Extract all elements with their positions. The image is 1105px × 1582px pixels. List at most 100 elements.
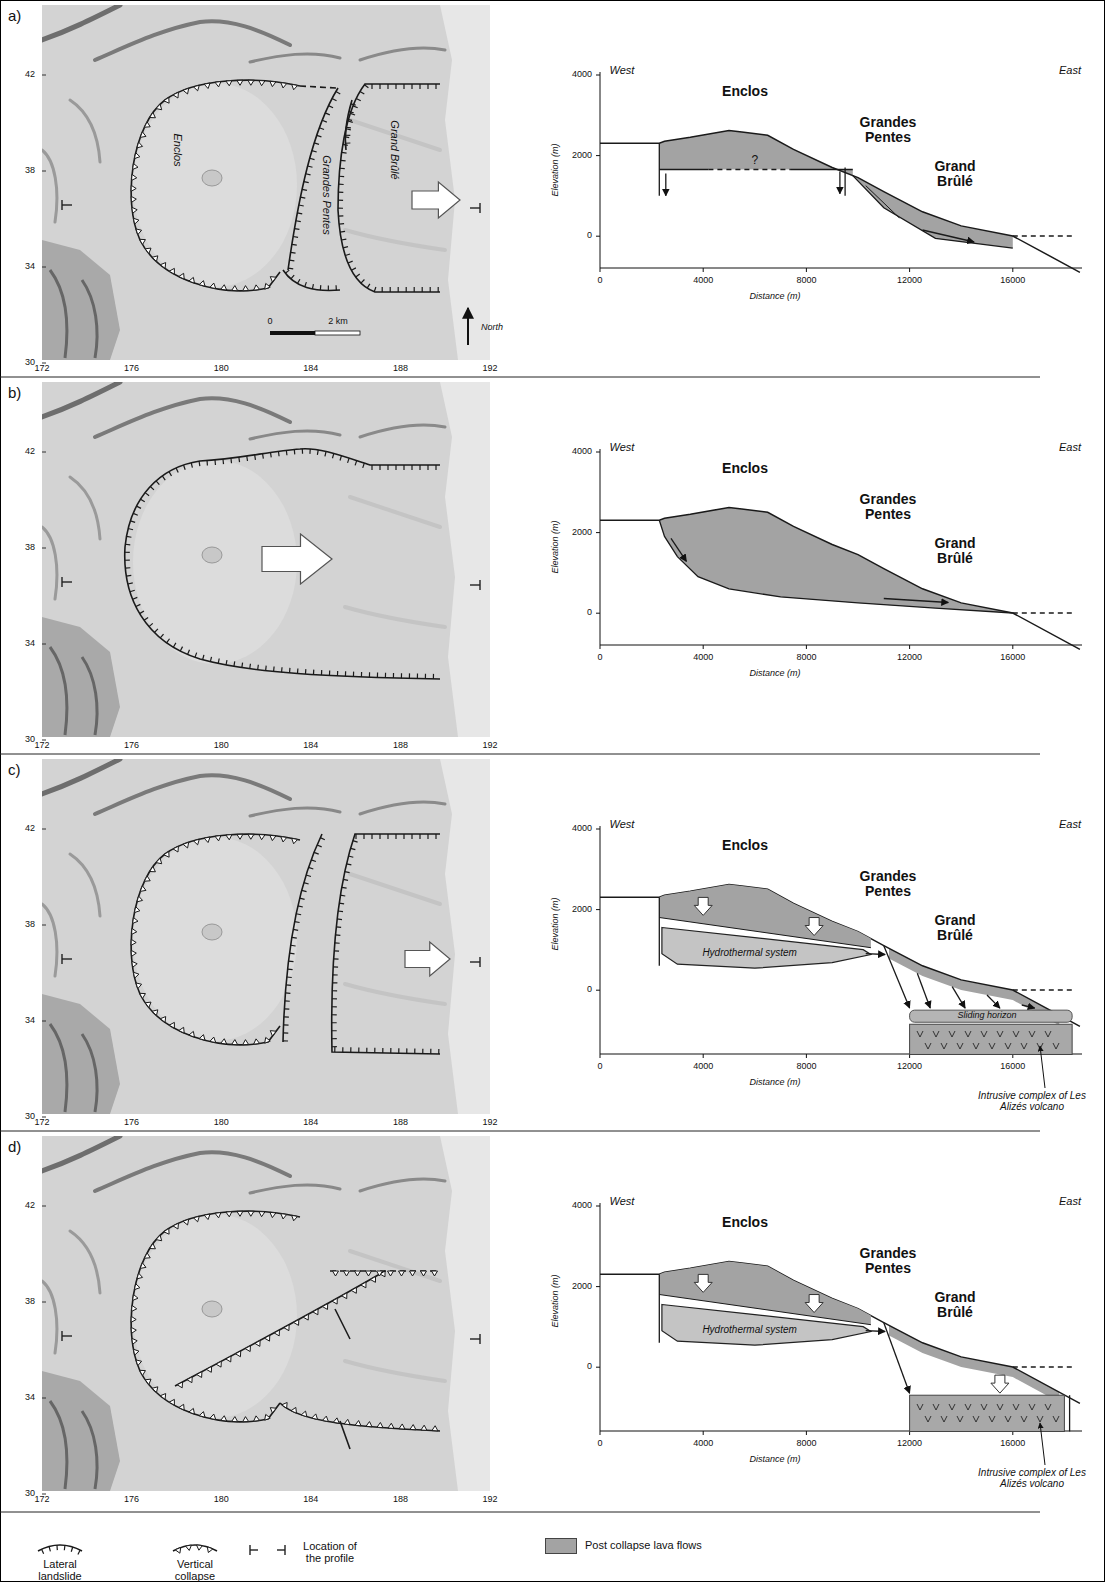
collapse-triangle (136, 983, 142, 989)
landslide-tick (257, 665, 259, 670)
uncertainty-mark: ? (751, 154, 758, 167)
collapse-triangle (210, 1414, 216, 1419)
collapse-triangle (132, 1338, 137, 1344)
relief-ridge (82, 657, 97, 735)
subsidence-arrow (694, 897, 712, 915)
relief-ridge (42, 527, 57, 599)
distance-tick: 8000 (796, 1439, 816, 1449)
landslide-tick (238, 457, 240, 462)
landslide-tick (126, 536, 131, 538)
relief-ridge (360, 1179, 445, 1191)
landslide-tick (348, 458, 350, 463)
profile-line (659, 143, 660, 195)
landslide-tick (288, 268, 293, 270)
lava-fill (853, 176, 1013, 249)
axis-tick (600, 268, 601, 272)
profile-line (659, 1274, 660, 1343)
collapse-triangle (150, 113, 156, 118)
landslide-tick (345, 872, 350, 873)
elevation-tick: 4000 (572, 447, 592, 457)
motion-arrow (952, 987, 965, 1008)
map-tick (42, 548, 46, 549)
landslide-tick (265, 666, 267, 671)
axis-tick (596, 452, 600, 453)
collapse-triangle (274, 1330, 279, 1336)
landslide-tick (371, 834, 372, 839)
collapse-triangle (292, 84, 298, 89)
relief-ridge (82, 280, 97, 358)
collapse-triangle (248, 1211, 254, 1216)
landslide-tick (49, 1546, 50, 1551)
landslide-tick (387, 834, 388, 839)
landslide-tick (347, 864, 352, 865)
scarp-line (283, 270, 340, 290)
sea (440, 759, 490, 1114)
landslide-tick (317, 135, 322, 137)
distance-tick: 4000 (693, 653, 713, 663)
landslide-tick (222, 459, 224, 464)
landslide-tick (356, 274, 360, 277)
topographic-surface (600, 507, 1080, 649)
relief-ridge (42, 150, 57, 222)
landslide-tick (332, 998, 337, 999)
landslide-tick (353, 106, 358, 108)
landslide-tick (382, 287, 383, 292)
collapse-triangle (351, 1287, 356, 1293)
relief-ridge (42, 5, 120, 40)
collapse-triangle (152, 256, 158, 262)
summit-crater (202, 170, 222, 186)
collapse-triangle (243, 1040, 249, 1045)
direction-label: East (1059, 1195, 1081, 1207)
collapse-triangle (243, 1417, 249, 1422)
collapse-triangle (270, 81, 276, 86)
collapse-triangle (265, 1037, 271, 1043)
collapse-triangle (132, 1305, 137, 1311)
collapse-triangle (270, 835, 276, 840)
landslide-tick (309, 867, 314, 869)
landslide-tick (296, 914, 301, 915)
landslide-tick (310, 158, 315, 159)
latitude-tick: 34 (25, 1393, 35, 1403)
panel-letter: d) (8, 1139, 21, 1156)
collapse-triangle (235, 1351, 240, 1357)
axis-tick (703, 1431, 704, 1435)
lava-fill (659, 507, 1013, 613)
collapse-triangle (332, 1298, 337, 1304)
relief-ridge (70, 477, 100, 539)
relief-ridge (360, 48, 445, 60)
collapse-triangle (140, 993, 146, 998)
shaded-relief-map (42, 382, 490, 740)
subsidence-arrow (694, 1274, 712, 1292)
landslide-tick (42, 1549, 44, 1554)
collapse-triangle (160, 263, 165, 269)
elevation-tick: 0 (587, 608, 592, 618)
landslide-tick (284, 1024, 289, 1025)
collapse-triangle (204, 1214, 210, 1219)
unit-label: Intrusive complex of Les Alizés volcano (970, 1090, 1095, 1112)
relief-ridge (360, 802, 445, 814)
landslide-tick (173, 643, 176, 647)
landslide-tick (346, 127, 351, 129)
landslide-tick (286, 450, 288, 455)
landslide-tick (241, 663, 243, 668)
landslide-tick (305, 669, 307, 674)
direction-label: West (610, 818, 635, 830)
landslide-tick (360, 91, 364, 94)
landslide-tick (319, 128, 324, 130)
relief-ridge (50, 647, 67, 735)
axis-tick (909, 268, 910, 272)
landslide-tick (366, 1048, 367, 1053)
landslide-tick (296, 220, 301, 222)
distance-tick: 4000 (693, 1439, 713, 1449)
north-arrow (467, 308, 469, 345)
landslide-tick (379, 465, 380, 470)
north-label: North (481, 323, 503, 333)
landslide-tick (425, 674, 426, 679)
axis-tick (596, 155, 600, 156)
shaded-relief-map (42, 759, 490, 1117)
distance-tick: 12000 (897, 1062, 922, 1072)
collapse-triangle (193, 1216, 199, 1222)
landslide-tick (218, 659, 219, 664)
collapse-triangle (366, 1271, 372, 1276)
